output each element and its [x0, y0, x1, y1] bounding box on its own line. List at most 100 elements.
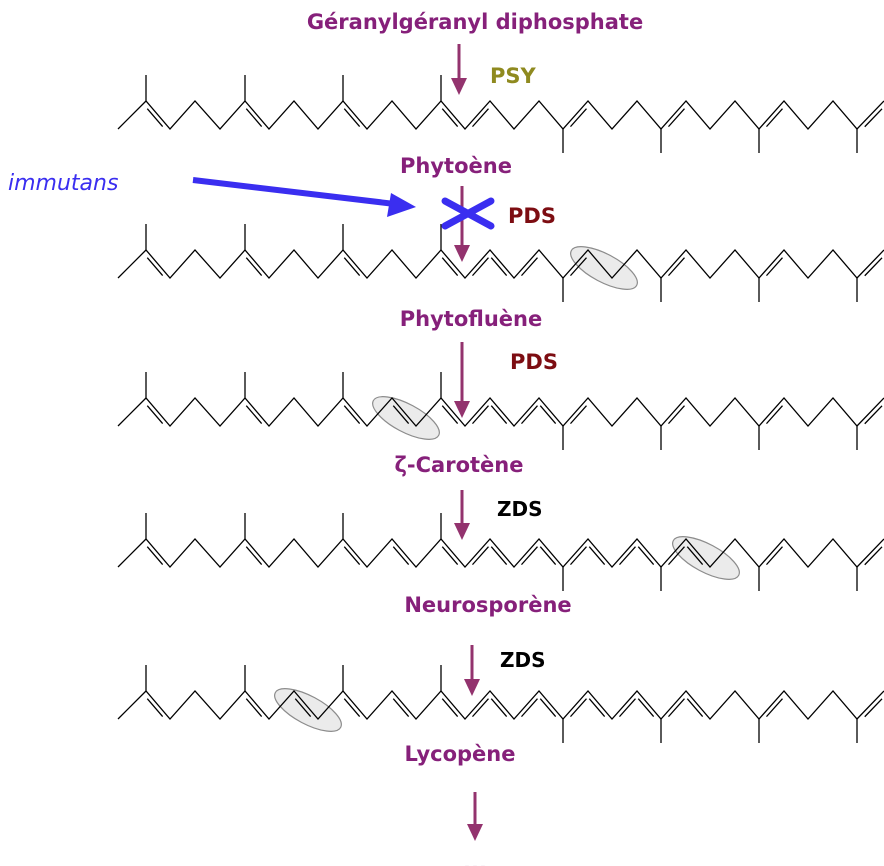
arrow-lycopene-to-next: [467, 792, 483, 841]
double-bond: [245, 108, 263, 127]
double-bond: [471, 405, 489, 425]
immutans-inhibition: [192, 177, 495, 230]
double-bond: [343, 698, 361, 717]
double-bond: [765, 405, 783, 425]
compound-label-zeta-carotene: ζ-Carotène: [395, 453, 524, 477]
molecule-lycopene: [117, 665, 884, 743]
enzyme-label-psy: PSY: [490, 64, 537, 88]
double-bond: [569, 108, 587, 128]
molecule-neurosporene: [117, 513, 884, 591]
double-bond: [245, 698, 263, 717]
double-bond: [146, 405, 164, 424]
double-bond: [146, 698, 164, 717]
double-bond: [539, 698, 557, 717]
compound-label-lycopene: Lycopène: [405, 742, 516, 766]
immutans-arrowhead: [387, 193, 416, 217]
double-bond: [343, 108, 361, 127]
compound-label-phytofluene: Phytofluène: [400, 307, 542, 331]
double-bond: [864, 108, 883, 128]
double-bond: [686, 546, 704, 565]
enzyme-label-zds-1: ZDS: [497, 497, 543, 521]
double-bond: [618, 698, 636, 718]
double-bond: [618, 546, 636, 566]
highlight-zeta-carotene-bond: [372, 396, 440, 440]
molecule-phytofluene: [117, 224, 884, 302]
double-bond: [864, 405, 883, 425]
double-bond: [441, 257, 459, 276]
double-bond: [864, 698, 883, 718]
double-bond: [569, 405, 587, 425]
carbon-chain: [117, 397, 884, 427]
double-bond: [569, 546, 587, 566]
continuation-ellipsis: ...: [463, 851, 487, 866]
arrow-neurosporene-to-lycopene: [464, 645, 480, 696]
double-bond: [294, 698, 312, 717]
double-bond: [392, 405, 410, 424]
carbon-chain: [117, 249, 884, 279]
compound-label-ggpp: Géranylgéranyl diphosphate: [307, 10, 643, 34]
double-bond: [392, 546, 410, 565]
double-bond: [765, 698, 783, 718]
double-bond: [490, 257, 508, 276]
double-bond: [667, 108, 685, 128]
carbon-chain: [117, 100, 884, 130]
arrow-phytofluene-to-zeta-carotene: [454, 342, 470, 418]
double-bond: [569, 257, 587, 277]
highlight-neurosporene-bond: [672, 536, 740, 580]
double-bond: [765, 108, 783, 128]
double-bond: [146, 108, 164, 127]
double-bond: [441, 108, 459, 127]
carbon-chain: [117, 690, 884, 720]
enzyme-label-pds-1: PDS: [508, 204, 556, 228]
double-bond: [471, 257, 489, 277]
double-bond: [520, 257, 538, 277]
double-bond: [667, 546, 685, 566]
double-bond: [667, 405, 685, 425]
compound-label-phytoene: Phytoène: [400, 154, 512, 178]
double-bond: [490, 546, 508, 565]
double-bond: [864, 257, 883, 277]
double-bond: [471, 546, 489, 566]
inhibition-cross-icon: [441, 197, 495, 230]
double-bond: [637, 698, 655, 717]
double-bond: [441, 698, 459, 717]
carbon-chain: [117, 538, 884, 568]
double-bond: [765, 257, 783, 277]
double-bond: [667, 257, 685, 277]
mutant-label-immutans: immutans: [8, 171, 118, 196]
double-bond: [686, 698, 704, 717]
molecule-structures: [117, 75, 884, 743]
double-bond: [667, 698, 685, 718]
double-bond: [392, 698, 410, 717]
highlight-lycopene-bond: [274, 688, 342, 732]
double-bond: [569, 698, 587, 718]
double-bond: [637, 546, 655, 565]
double-bond: [441, 405, 459, 424]
double-bond: [245, 546, 263, 565]
double-bond: [441, 546, 459, 565]
double-bond: [471, 698, 489, 718]
reaction-arrows: [451, 44, 483, 841]
double-bond: [765, 546, 783, 566]
enzyme-label-pds-2: PDS: [510, 350, 558, 374]
double-bond: [490, 698, 508, 717]
arrow-ggpp-to-phytoene: [451, 44, 467, 95]
arrow-zeta-carotene-to-neurosporene: [454, 490, 470, 540]
double-bond: [588, 546, 606, 565]
double-bond: [146, 546, 164, 565]
double-bond: [864, 546, 883, 566]
molecule-phytoene: [117, 75, 884, 153]
double-bond: [245, 257, 263, 276]
molecule-zeta-carotene: [117, 372, 884, 450]
double-bond: [146, 257, 164, 276]
enzyme-label-zds-2: ZDS: [500, 648, 546, 672]
double-bond: [245, 405, 263, 424]
double-bond: [471, 108, 489, 128]
compound-label-neurosporene: Neurosporène: [404, 593, 571, 617]
double-bond: [520, 546, 538, 566]
double-bond: [520, 698, 538, 718]
double-bond: [343, 546, 361, 565]
double-bond: [539, 405, 557, 424]
double-bond: [588, 698, 606, 717]
